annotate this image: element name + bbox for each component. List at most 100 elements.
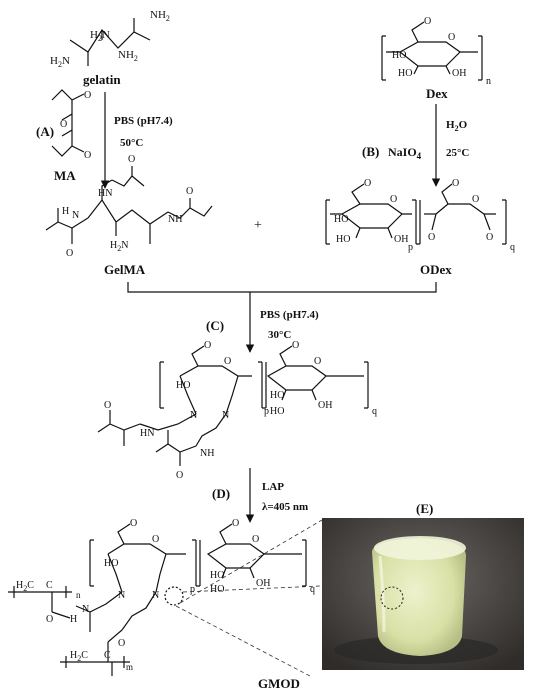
- atom-label: O: [486, 232, 493, 243]
- atom-label: H2N: [90, 29, 110, 43]
- atom-label: O: [252, 534, 259, 545]
- atom-label: O: [66, 248, 73, 259]
- atom-label: m: [126, 662, 133, 672]
- step-d-letter: (D): [212, 486, 230, 501]
- atom-label: H2C: [16, 580, 34, 593]
- hydrogel-top: [374, 536, 466, 560]
- zoom-line-bottom: [175, 605, 311, 677]
- atom-label: O: [314, 356, 321, 367]
- atom-label: N: [152, 590, 159, 601]
- atom-label: O: [118, 638, 125, 649]
- hydrogel-cylinder: [372, 538, 466, 656]
- atom-label: HO: [336, 234, 350, 245]
- atom-label: OH: [256, 578, 270, 589]
- step-b-reagent: NaIO4: [388, 145, 422, 161]
- atom-label: p: [264, 406, 269, 417]
- atom-label: HO: [210, 570, 224, 581]
- atom-label: O: [60, 119, 67, 130]
- atom-label: N: [190, 410, 197, 421]
- atom-label: q: [372, 406, 377, 417]
- atom-label: H: [62, 206, 69, 217]
- hydrogel-highlight: [378, 555, 386, 633]
- atom-label: H2C: [70, 650, 88, 663]
- gelma-label: GelMA: [104, 262, 146, 277]
- atom-label: O: [84, 150, 91, 161]
- atom-label: O: [390, 194, 397, 205]
- ma-structure: O O O MA: [51, 89, 91, 183]
- step-b-cond1: H2O: [446, 119, 468, 133]
- atom-label: OH: [394, 234, 408, 245]
- atom-label: O: [176, 470, 183, 481]
- atom-label: NH2: [118, 49, 138, 63]
- atom-label: NH2: [150, 9, 170, 23]
- atom-label: N: [118, 590, 125, 601]
- atom-label: N: [82, 604, 89, 615]
- atom-label: p: [408, 242, 413, 253]
- step-d-cond2: λ=405 nm: [262, 501, 308, 513]
- atom-label: H2N: [110, 240, 128, 253]
- atom-label: HO: [176, 380, 190, 391]
- atom-label: O: [428, 232, 435, 243]
- step-c-cond2: 30°C: [268, 329, 291, 341]
- atom-label: O: [452, 178, 459, 189]
- step-e-letter: (E): [416, 501, 433, 516]
- zoom-line-mid: [179, 519, 323, 604]
- atom-label: OH: [318, 400, 332, 411]
- dex-structure: O O HO HO OH n Dex: [381, 16, 491, 101]
- atom-label: O: [186, 186, 193, 197]
- atom-label: OH: [452, 68, 466, 79]
- atom-label: O: [84, 90, 91, 101]
- atom-label: O: [292, 340, 299, 351]
- atom-label: HN: [140, 428, 154, 439]
- atom-label: q: [510, 242, 515, 253]
- atom-label: O: [364, 178, 371, 189]
- atom-label: NH: [200, 448, 214, 459]
- atom-label: n: [76, 590, 81, 600]
- step-a-letter: (A): [36, 124, 54, 139]
- atom-label: N: [222, 410, 229, 421]
- step-d-cond1: LAP: [262, 481, 284, 493]
- atom-label: O: [448, 32, 455, 43]
- atom-label: HN: [98, 188, 112, 199]
- merge-bracket: [127, 282, 437, 293]
- atom-label: q: [310, 584, 315, 595]
- atom-label: O: [46, 614, 53, 625]
- dex-label: Dex: [426, 86, 448, 101]
- atom-label: O: [224, 356, 231, 367]
- atom-label: HO: [334, 214, 348, 225]
- step-b-letter: (B): [362, 144, 379, 159]
- zoom-circle: [164, 586, 184, 606]
- ma-label: MA: [54, 168, 76, 183]
- atom-label: HO: [392, 50, 406, 61]
- atom-label: N: [72, 210, 79, 221]
- gmod-label: GMOD: [258, 676, 300, 691]
- atom-label: O: [424, 16, 431, 27]
- atom-label: O: [152, 534, 159, 545]
- atom-label: O: [128, 154, 135, 165]
- odex-label: ODex: [420, 262, 452, 277]
- imine-intermediate-structure: O O HO N N p O O HO HO OH q HN O NH O: [97, 340, 377, 481]
- atom-label: H: [70, 614, 77, 625]
- step-c-letter: (C): [206, 318, 224, 333]
- atom-label: O: [130, 518, 137, 529]
- step-a-cond2: 50°C: [120, 137, 143, 149]
- atom-label: C: [46, 580, 53, 591]
- step-c-cond1: PBS (pH7.4): [260, 309, 319, 321]
- gelma-structure: H N O HN O H2N NH O GelMA: [45, 154, 213, 277]
- atom-label: NH: [168, 214, 182, 225]
- atom-label: HO: [270, 406, 284, 417]
- step-a-cond1: PBS (pH7.4): [114, 115, 173, 127]
- atom-label: p: [190, 584, 195, 595]
- atom-label: n: [486, 76, 491, 87]
- atom-label: C: [104, 650, 111, 661]
- plus-sign: +: [254, 218, 262, 233]
- atom-label: H2N: [50, 55, 70, 69]
- atom-label: HO: [210, 584, 224, 595]
- gmod-structure: O O HO N N p O O HO HO OH q H2C C O H N …: [8, 518, 315, 676]
- step-b-cond2: 25°C: [446, 147, 469, 159]
- atom-label: HO: [270, 390, 284, 401]
- atom-label: HO: [398, 68, 412, 79]
- gelatin-structure: NH2 H2N NH2 H2N gelatin: [50, 9, 170, 87]
- photo-zoom-circle: [380, 586, 404, 610]
